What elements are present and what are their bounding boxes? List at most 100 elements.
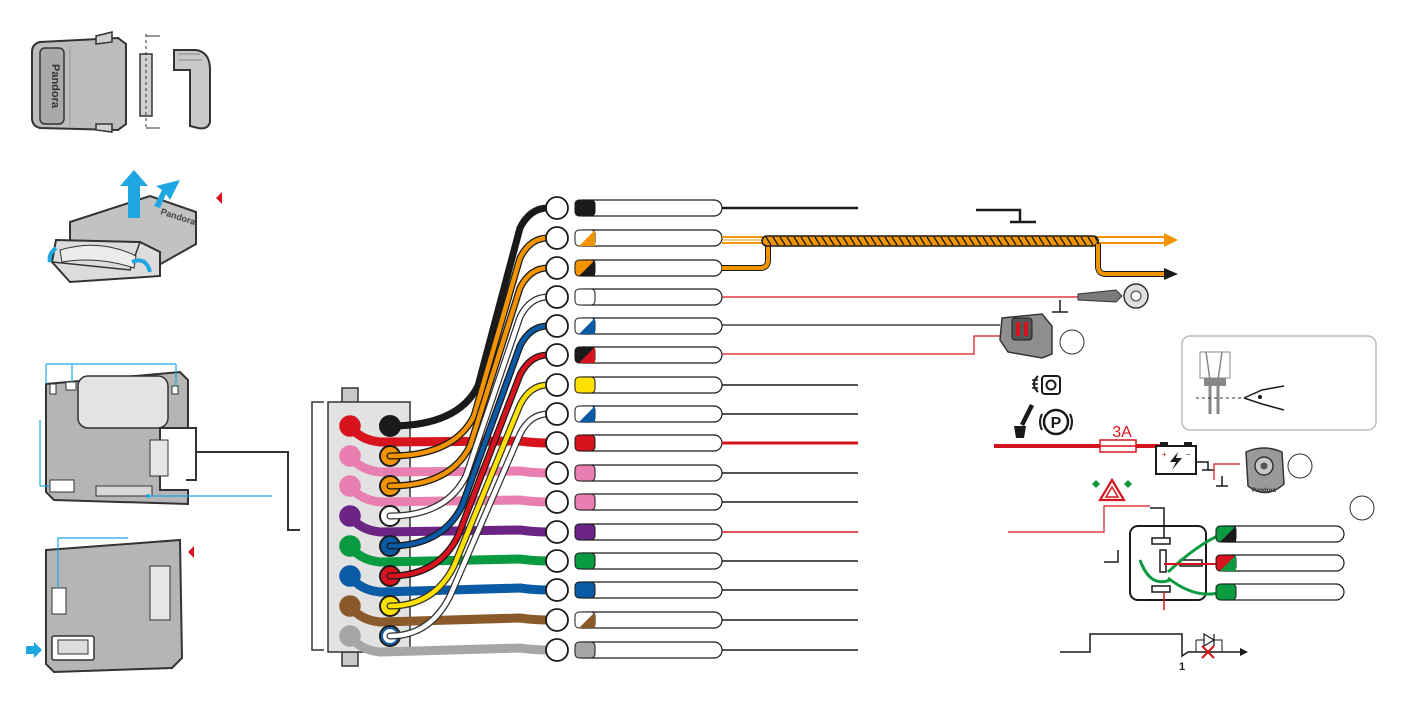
terminal-7 bbox=[546, 403, 568, 425]
label-bar bbox=[575, 582, 722, 598]
pcb-front-illustration bbox=[40, 364, 300, 530]
pin-blue bbox=[340, 566, 360, 586]
wire-label-10 bbox=[575, 494, 722, 510]
pin-pink bbox=[340, 446, 360, 466]
wire-label-0 bbox=[575, 200, 722, 216]
wire-label-5 bbox=[575, 347, 722, 363]
wire-routes bbox=[390, 208, 548, 636]
label-bar bbox=[575, 318, 722, 334]
label-bar bbox=[575, 612, 722, 628]
can-h-arrow-icon bbox=[1164, 233, 1178, 247]
label-bar bbox=[575, 465, 722, 481]
label-bar bbox=[575, 260, 722, 276]
arrow-right-icon bbox=[1240, 648, 1248, 656]
wire-label-column bbox=[575, 200, 722, 658]
terminal-15 bbox=[546, 639, 568, 661]
pin-brown bbox=[340, 596, 360, 616]
pin-red bbox=[340, 416, 360, 436]
relay-chip-green bbox=[1216, 584, 1236, 600]
hazard-lights-icon bbox=[1092, 480, 1132, 500]
terminal-1 bbox=[546, 227, 568, 249]
label-bar bbox=[575, 200, 722, 216]
color-chip-blue bbox=[575, 582, 595, 598]
label-bar bbox=[575, 435, 722, 451]
color-chip-yellow bbox=[575, 377, 595, 393]
color-chip-grey bbox=[575, 642, 595, 658]
terminal-9 bbox=[546, 462, 568, 484]
color-chip-white bbox=[575, 289, 595, 305]
wire-output-leads bbox=[722, 208, 858, 650]
label-bar bbox=[575, 406, 722, 422]
battery-icon: + − bbox=[1156, 442, 1196, 474]
terminal-3 bbox=[546, 286, 568, 308]
label-bar bbox=[575, 377, 722, 393]
ring-terminal-icon bbox=[722, 284, 1148, 312]
relay-pin-label: 1 bbox=[1179, 661, 1185, 673]
wire-label-11 bbox=[575, 524, 722, 540]
can-l-arrow-icon bbox=[1164, 268, 1178, 280]
svg-text:P: P bbox=[1051, 415, 1062, 432]
headlight-icon bbox=[1032, 376, 1060, 394]
color-chip-pink bbox=[575, 465, 595, 481]
color-chip-pink bbox=[575, 494, 595, 510]
brand-logo: Pandora bbox=[49, 64, 61, 109]
case-opening-illustration: Pandora bbox=[50, 170, 222, 282]
wire-cut-callout bbox=[1182, 336, 1376, 430]
insert-arrow-icon bbox=[26, 642, 42, 658]
parking-brake-icon: P bbox=[1040, 410, 1072, 434]
siren-icon: Pandora bbox=[1214, 448, 1374, 520]
label-bar bbox=[575, 347, 722, 363]
wire-label-4 bbox=[575, 318, 722, 334]
pin-grey bbox=[340, 626, 360, 646]
wire-label-1 bbox=[575, 230, 722, 246]
wire-label-7 bbox=[575, 406, 722, 422]
terminal-2 bbox=[546, 257, 568, 279]
terminal-8 bbox=[546, 432, 568, 454]
label-bar bbox=[575, 553, 722, 569]
svg-text:−: − bbox=[1186, 450, 1191, 459]
service-button-icon bbox=[722, 314, 1084, 358]
pcb-back-illustration bbox=[26, 538, 194, 672]
color-chip-red bbox=[575, 435, 595, 451]
wire-label-15 bbox=[575, 642, 722, 658]
color-chip-green bbox=[575, 553, 595, 569]
color-chip-black bbox=[575, 200, 595, 216]
color-chip-violet bbox=[575, 524, 595, 540]
wire-label-6 bbox=[575, 377, 722, 393]
module-unit-illustration: Pandora bbox=[32, 32, 210, 132]
terminal-11 bbox=[546, 521, 568, 543]
pin-violet bbox=[340, 506, 360, 526]
label-bar bbox=[575, 524, 722, 540]
red-marker-icon bbox=[216, 192, 222, 204]
diode-circuit: 1 bbox=[1060, 634, 1248, 673]
ground-icon bbox=[976, 210, 1036, 222]
terminal-4 bbox=[546, 315, 568, 337]
terminal-5 bbox=[546, 344, 568, 366]
wire-terminal-column bbox=[546, 197, 568, 661]
wire-label-9 bbox=[575, 465, 722, 481]
hand-brake-lever-icon bbox=[1014, 404, 1034, 438]
wire-label-12 bbox=[575, 553, 722, 569]
fuse-rating-label: 3A bbox=[1112, 424, 1132, 441]
svg-text:Pandora: Pandora bbox=[1252, 488, 1277, 494]
pin-pink bbox=[340, 476, 360, 496]
terminal-0 bbox=[546, 197, 568, 219]
label-bar bbox=[575, 494, 722, 510]
terminal-12 bbox=[546, 550, 568, 572]
svg-text:+: + bbox=[1162, 450, 1167, 459]
terminal-6 bbox=[546, 374, 568, 396]
wire-label-2 bbox=[575, 260, 722, 276]
wire-label-3 bbox=[575, 289, 722, 305]
relay-icon bbox=[1104, 508, 1222, 610]
terminal-13 bbox=[546, 579, 568, 601]
wire-label-8 bbox=[575, 435, 722, 451]
wire-label-14 bbox=[575, 612, 722, 628]
twisted-pair bbox=[722, 233, 1178, 280]
label-bar bbox=[575, 642, 722, 658]
red-marker-icon-2 bbox=[188, 546, 194, 558]
label-bar bbox=[575, 289, 722, 305]
terminal-10 bbox=[546, 491, 568, 513]
pin-green bbox=[340, 536, 360, 556]
power-feed: 3A + − bbox=[994, 424, 1214, 474]
